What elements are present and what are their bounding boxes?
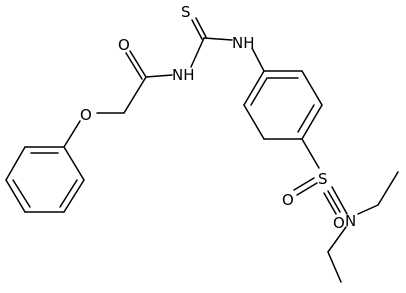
thione-s-label: S (181, 3, 191, 21)
nh-right-label: NH (232, 34, 255, 52)
sulfonamide-n-label: N (345, 212, 356, 230)
sulfonyl-s-label: S (318, 170, 328, 188)
sulfonyl-o-left-label: O (282, 191, 294, 209)
carbonyl-o-label: O (118, 36, 130, 54)
bonds (5, 17, 399, 283)
nh-left-label: NH (172, 66, 195, 84)
atom-labels: S NH NH O O S O O N (80, 3, 356, 232)
sulfonyl-o-bottom-label: O (333, 214, 345, 232)
ether-o-label: O (80, 106, 92, 124)
